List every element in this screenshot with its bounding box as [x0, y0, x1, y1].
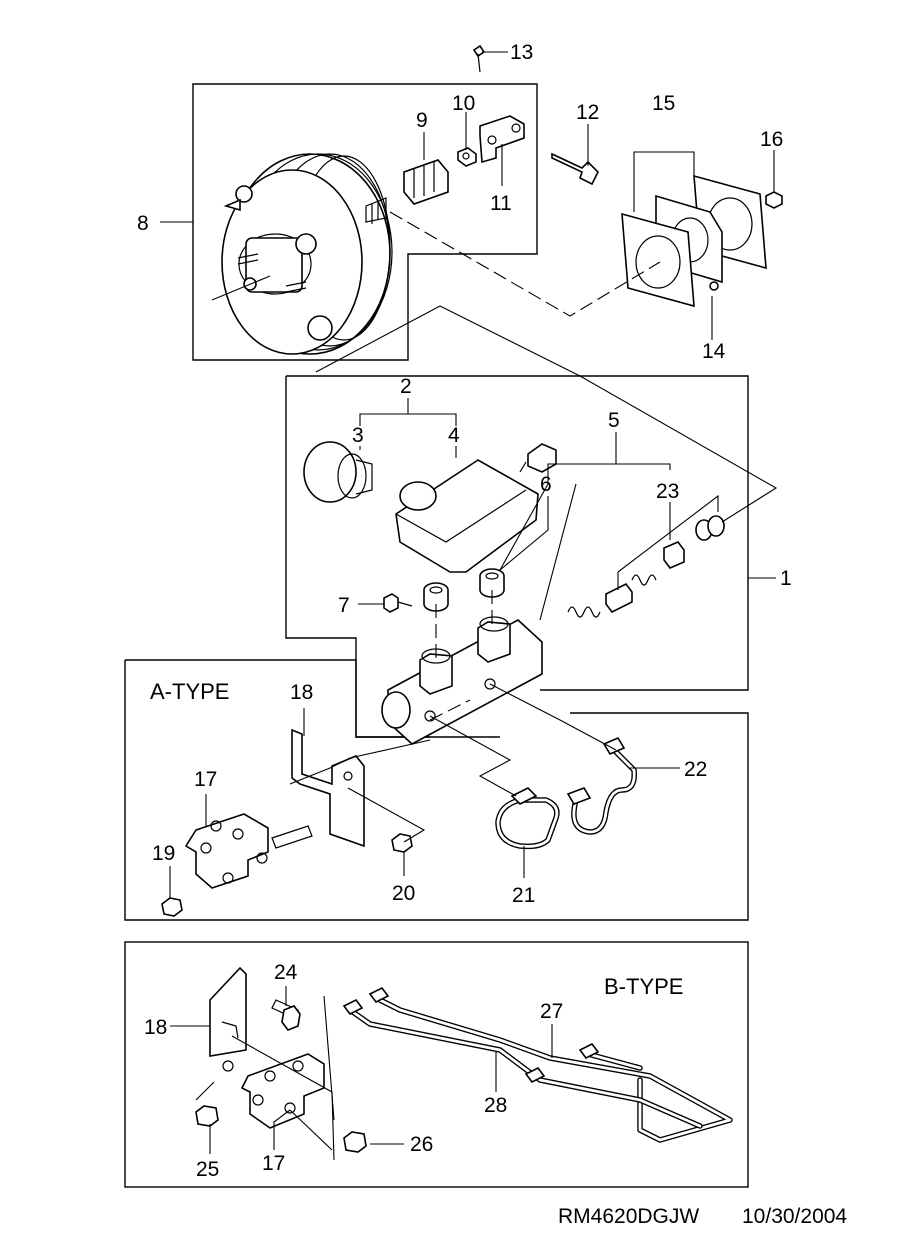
callout-5: 5 — [608, 409, 620, 432]
booster-frame — [192, 83, 538, 361]
cylinder-bolt-part — [383, 593, 413, 613]
callout-17-a-type: 17 — [194, 768, 217, 791]
callout-9: 9 — [416, 109, 428, 132]
a-type-nut-19 — [161, 897, 183, 917]
callout-18-a-type: 18 — [290, 681, 313, 704]
callout-15: 15 — [652, 92, 675, 115]
drawing-date: 10/30/2004 — [742, 1205, 847, 1228]
callout-1: 1 — [780, 567, 792, 590]
callout-8: 8 — [137, 212, 149, 235]
clevis-pin-part — [551, 152, 599, 186]
callout-12: 12 — [576, 101, 599, 124]
a-type-bracket — [291, 728, 365, 848]
brake-booster — [221, 153, 393, 355]
callout-3: 3 — [352, 424, 364, 447]
footer: RM4620DGJW 10/30/2004 — [558, 1205, 847, 1228]
callout-4: 4 — [448, 424, 460, 447]
b-type-brake-pipes — [342, 986, 733, 1143]
callout-6: 6 — [540, 473, 552, 496]
callout-25: 25 — [196, 1158, 219, 1181]
callout-21: 21 — [512, 884, 535, 907]
callout-24: 24 — [274, 961, 298, 984]
reservoir-grommet-parts — [423, 568, 505, 612]
booster-gasket-assembly — [621, 174, 767, 308]
a-type-frame — [124, 659, 749, 921]
reservoir-cap-part — [303, 441, 373, 503]
b-type-nut-25 — [195, 1105, 219, 1127]
booster-seal-part — [403, 159, 449, 205]
callout-20: 20 — [392, 882, 415, 905]
a-type-brake-pipe-21 — [495, 787, 560, 850]
callout-28: 28 — [484, 1094, 507, 1117]
a-type-brake-pipe-22 — [566, 736, 637, 835]
callout-11: 11 — [490, 192, 512, 215]
leader-lines — [160, 51, 778, 1161]
drawing-code: RM4620DGJW — [558, 1205, 699, 1228]
gasket-nut-part — [765, 191, 783, 209]
callout-17-b-type: 17 — [262, 1152, 285, 1175]
callout-2: 2 — [400, 375, 412, 398]
master-cylinder-body — [381, 616, 543, 745]
fluid-reservoir — [395, 443, 557, 573]
b-type-frame — [124, 941, 749, 1188]
callout-16: 16 — [760, 128, 783, 151]
a-type-label: A-TYPE — [150, 679, 229, 704]
piston-spring-assembly — [567, 515, 725, 618]
callout-23: 23 — [656, 480, 679, 503]
b-type-nut-26 — [343, 1131, 367, 1153]
callout-18-b-type: 18 — [144, 1016, 167, 1039]
a-type-nut-20 — [391, 833, 413, 853]
booster-nut-part — [457, 147, 477, 167]
callout-22: 22 — [684, 758, 707, 781]
b-type-proportioning-valve — [240, 1053, 325, 1129]
callout-7: 7 — [338, 594, 350, 617]
b-type-bracket — [209, 966, 247, 1072]
callout-27: 27 — [540, 1000, 563, 1023]
callout-19: 19 — [152, 842, 175, 865]
callout-26: 26 — [410, 1133, 433, 1156]
callout-labels: 1 2 3 4 5 6 7 8 9 10 11 12 13 14 15 16 1… — [137, 41, 792, 1181]
callout-14: 14 — [702, 340, 726, 363]
b-type-label: B-TYPE — [604, 974, 683, 999]
callout-13: 13 — [510, 41, 533, 64]
small-pin-part — [472, 44, 486, 73]
callout-10: 10 — [452, 92, 475, 115]
b-type-bolt-24 — [271, 999, 301, 1031]
a-type-proportioning-valve — [184, 813, 313, 889]
clevis-part — [479, 115, 525, 164]
